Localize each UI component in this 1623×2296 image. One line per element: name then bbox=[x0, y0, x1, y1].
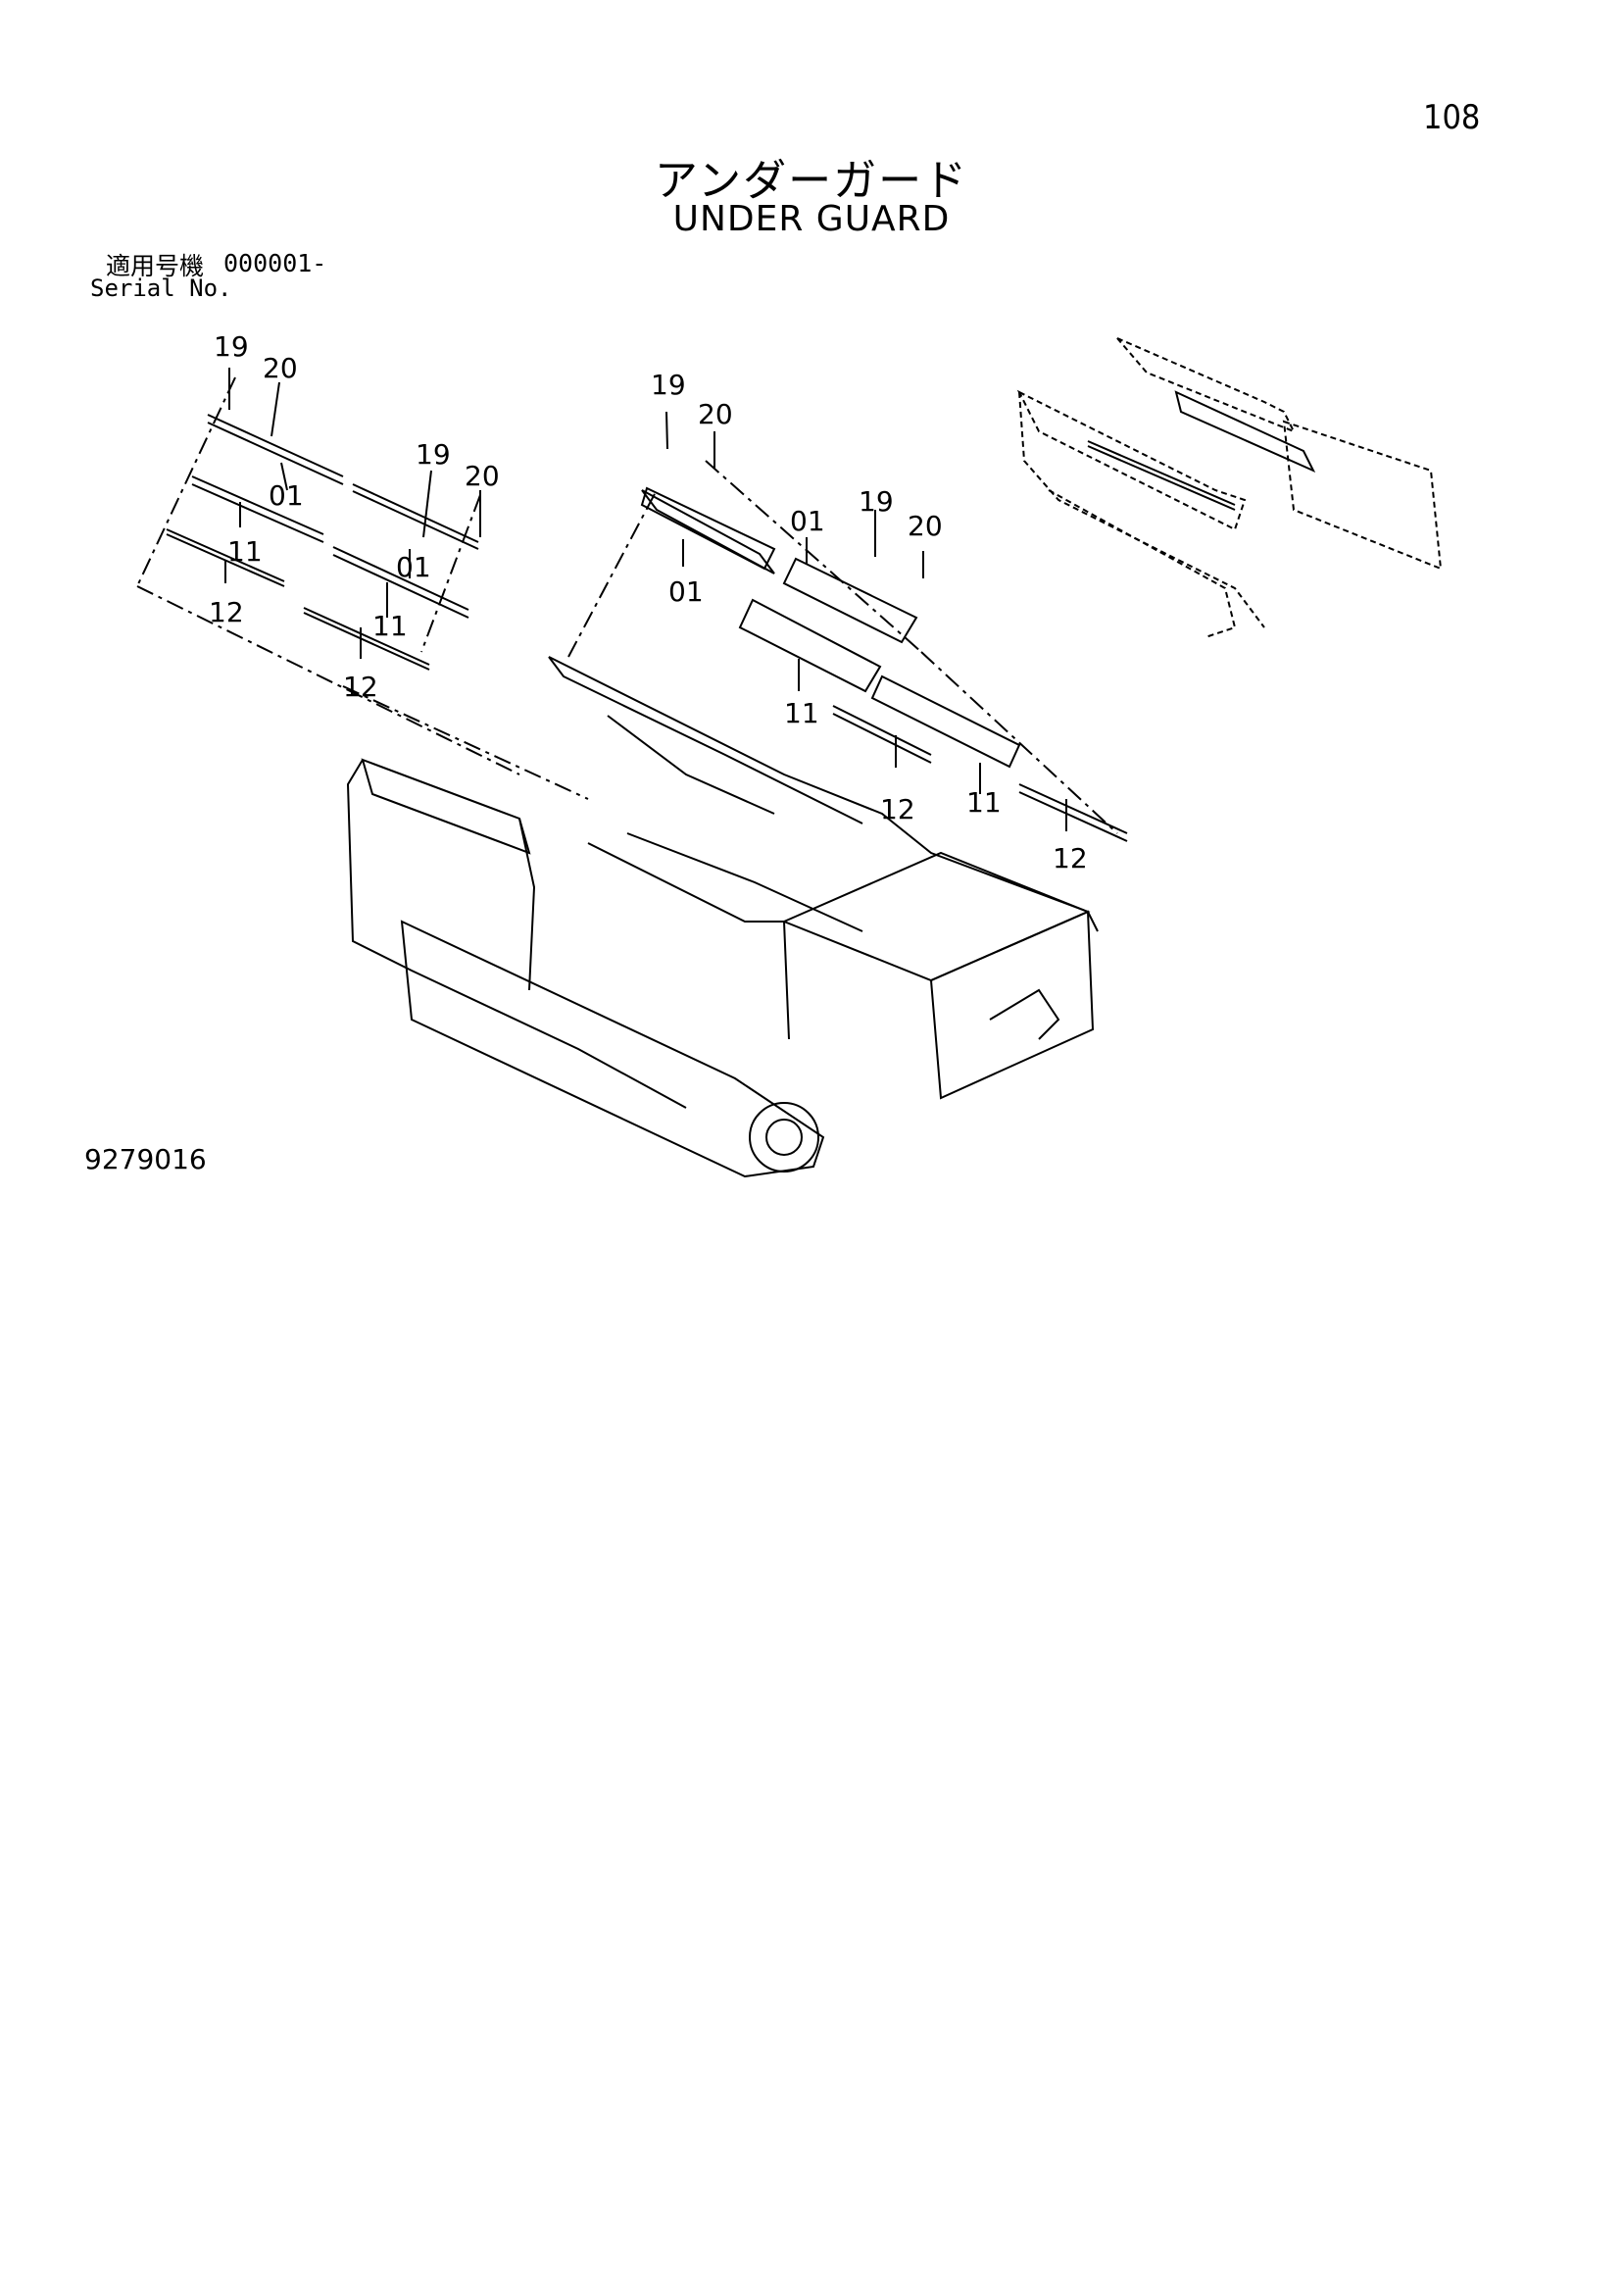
callout-20: 20 bbox=[698, 398, 733, 430]
figure-code: 9279016 bbox=[84, 1143, 207, 1175]
callout-12: 12 bbox=[209, 596, 244, 628]
callout-01: 01 bbox=[668, 575, 704, 608]
callout-20: 20 bbox=[465, 460, 500, 492]
page-number: 108 bbox=[1423, 98, 1481, 137]
callout-20: 20 bbox=[908, 510, 943, 542]
serial-label: Serial No. bbox=[90, 275, 232, 302]
title-jp-text: アンダーガード bbox=[654, 156, 969, 206]
callout-labels: 19 20 01 19 20 11 01 12 11 12 19 20 01 0… bbox=[209, 330, 1088, 874]
callout-01: 01 bbox=[790, 505, 825, 537]
callout-11: 11 bbox=[966, 786, 1002, 819]
callout-01: 01 bbox=[396, 551, 431, 583]
page-title: UNDER GUARD bbox=[0, 199, 1623, 239]
callout-11: 11 bbox=[227, 535, 263, 568]
center-plate-group bbox=[567, 460, 1128, 842]
callout-01: 01 bbox=[269, 479, 304, 512]
page-title-japanese: アンダーガード bbox=[0, 145, 1623, 208]
serial-value: 000001- bbox=[223, 249, 327, 277]
callout-12: 12 bbox=[343, 671, 378, 703]
left-guard-group bbox=[136, 376, 589, 800]
callout-19: 19 bbox=[214, 330, 249, 363]
callout-12: 12 bbox=[880, 793, 915, 825]
title-en-text: UNDER GUARD bbox=[672, 199, 951, 239]
callout-19: 19 bbox=[416, 438, 451, 471]
callout-11: 11 bbox=[784, 697, 819, 729]
undercarriage-frame bbox=[346, 656, 1099, 1178]
inset-highlight bbox=[1087, 390, 1316, 511]
callout-12: 12 bbox=[1053, 842, 1088, 874]
callout-20: 20 bbox=[263, 352, 298, 384]
callout-11: 11 bbox=[372, 610, 408, 642]
serial-label-japanese: 適用号機 bbox=[106, 252, 205, 280]
inset-overview bbox=[1016, 337, 1443, 638]
callout-19: 19 bbox=[859, 485, 894, 518]
callout-19: 19 bbox=[651, 369, 686, 401]
